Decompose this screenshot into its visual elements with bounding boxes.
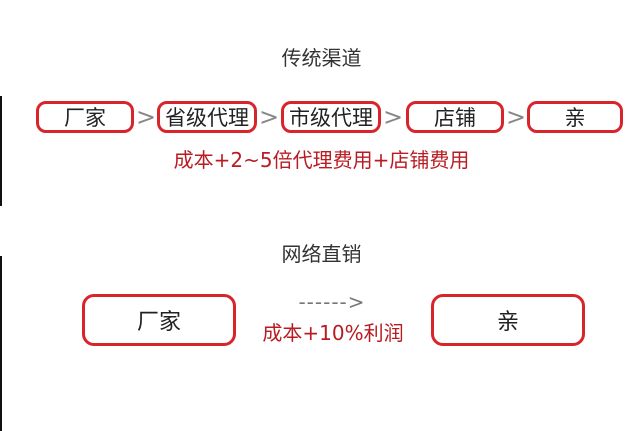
node-store: 店铺 bbox=[406, 101, 504, 133]
dashed-arrow: ------> bbox=[298, 290, 366, 314]
online-node-factory: 厂家 bbox=[82, 294, 236, 346]
node-city-agent: 市级代理 bbox=[281, 101, 381, 133]
left-edge-mark bbox=[0, 256, 2, 431]
separator-arrow: > bbox=[259, 103, 280, 131]
node-provincial-agent: 省级代理 bbox=[157, 101, 257, 133]
node-factory: 厂家 bbox=[36, 101, 134, 133]
online-cost-label: 成本+10%利润 bbox=[262, 321, 404, 345]
online-node-customer: 亲 bbox=[431, 294, 585, 346]
traditional-channel-title: 传统渠道 bbox=[281, 46, 362, 70]
separator-arrow: > bbox=[506, 103, 527, 131]
traditional-cost-label: 成本+2~5倍代理费用+店铺费用 bbox=[173, 148, 470, 172]
online-channel-title: 网络直销 bbox=[281, 242, 362, 266]
node-customer: 亲 bbox=[527, 101, 623, 133]
left-edge-mark bbox=[0, 96, 2, 206]
separator-arrow: > bbox=[383, 103, 404, 131]
separator-arrow: > bbox=[136, 103, 157, 131]
